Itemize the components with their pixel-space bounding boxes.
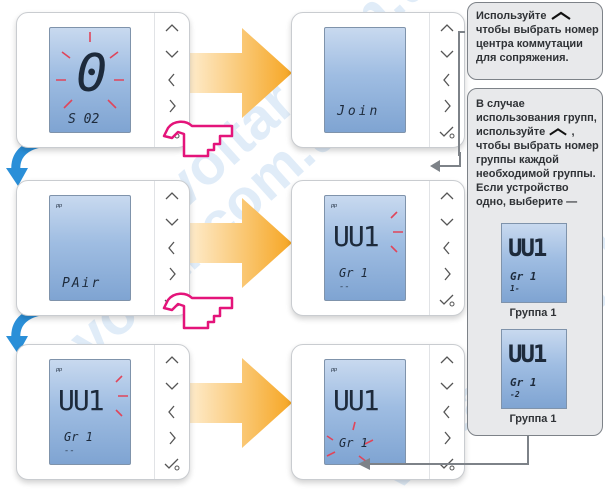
right-button[interactable]	[163, 265, 181, 283]
main-display-value: UU1	[333, 384, 380, 417]
left-button[interactable]	[438, 239, 456, 257]
left-button[interactable]	[438, 71, 456, 89]
main-display-value: UU1	[508, 234, 547, 262]
connector-line-top	[458, 31, 465, 156]
signal-icon: ᵖᵖ	[56, 202, 62, 211]
group-indicator: -2	[510, 390, 520, 399]
lcd-screen: 0 S 02	[49, 27, 131, 133]
signal-icon: ᵖᵖ	[331, 366, 337, 375]
orange-arrow-3	[177, 358, 292, 448]
left-button[interactable]	[163, 71, 181, 89]
ok-button[interactable]	[438, 455, 456, 473]
pointing-hand-icon	[162, 292, 234, 330]
connector-arrow-to-device-4	[430, 152, 461, 172]
instruction-diagram: voltar.com.ua voltar.com.ua voltar.com.u…	[6, 0, 605, 503]
sub-display-value: Gr 1	[339, 436, 368, 450]
down-button[interactable]	[438, 45, 456, 63]
button-strip	[429, 13, 464, 147]
ok-button[interactable]	[438, 123, 456, 141]
button-strip	[154, 345, 189, 479]
instruction-panel-bottom: В случае использования групп, используйт…	[467, 88, 603, 436]
right-button[interactable]	[438, 265, 456, 283]
right-button[interactable]	[163, 97, 181, 115]
lcd-screen: ᵖᵖ UU1 Gr 1 --	[49, 359, 131, 465]
group-indicator: 1-	[510, 284, 520, 293]
main-display-value: 0	[76, 44, 108, 104]
thermostat-step-5: ᵖᵖ UU1 Gr 1 --	[16, 344, 190, 480]
thermostat-step-4: ᵖᵖ UU1 Gr 1 --	[291, 180, 465, 316]
instruction-text: В случае использования групп, используйт…	[476, 98, 599, 208]
example-lcd-2: UU1 Gr 1 -2	[501, 329, 567, 409]
lcd-screen: ᵖᵖ PAir	[49, 195, 131, 301]
up-button[interactable]	[438, 19, 456, 37]
signal-icon: ᵖᵖ	[331, 202, 337, 211]
thermostat-step-2: Join	[291, 12, 465, 148]
button-strip	[429, 181, 464, 315]
down-button[interactable]	[163, 45, 181, 63]
sub-display-value: PAir	[62, 276, 102, 291]
instruction-text: Используйте чтобы выбрать номер центра к…	[476, 10, 599, 64]
thermostat-step-6: ᵖᵖ UU1 Gr 1	[291, 344, 465, 480]
right-button[interactable]	[438, 429, 456, 447]
left-button[interactable]	[438, 403, 456, 421]
up-button[interactable]	[163, 351, 181, 369]
lcd-screen: ᵖᵖ UU1 Gr 1 --	[324, 195, 406, 301]
blink-rays	[326, 421, 374, 463]
main-display-value: Join	[337, 104, 381, 119]
sub-display-value: Gr 1	[64, 430, 93, 444]
left-button[interactable]	[163, 239, 181, 257]
main-display-value: UU1	[58, 384, 105, 417]
down-button[interactable]	[163, 213, 181, 231]
thermostat-step-1: 0 S 02	[16, 12, 190, 148]
button-strip	[429, 345, 464, 479]
signal-icon: ᵖᵖ	[56, 366, 62, 375]
right-button[interactable]	[438, 97, 456, 115]
orange-arrow-1	[177, 28, 292, 118]
main-display-value: UU1	[508, 340, 547, 368]
up-button[interactable]	[438, 187, 456, 205]
group-indicator: --	[64, 446, 75, 456]
down-button[interactable]	[438, 377, 456, 395]
pointing-hand-icon	[162, 120, 234, 158]
up-button[interactable]	[163, 187, 181, 205]
example-caption-1: Группа 1	[509, 307, 557, 319]
blink-rays	[390, 211, 403, 253]
connector-arrow-to-device-6	[358, 434, 529, 470]
group-indicator: --	[339, 282, 350, 292]
thermostat-step-3: ᵖᵖ PAir	[16, 180, 190, 316]
down-button[interactable]	[163, 377, 181, 395]
sub-display-value: Gr 1	[510, 270, 537, 283]
instruction-panel-top: Используйте чтобы выбрать номер центра к…	[467, 2, 603, 80]
example-caption-2: Группа 1	[509, 413, 557, 425]
down-button[interactable]	[438, 213, 456, 231]
right-button[interactable]	[163, 429, 181, 447]
up-chevron-icon	[549, 128, 568, 136]
ok-button[interactable]	[438, 291, 456, 309]
blink-rays	[56, 32, 124, 109]
main-display-value: UU1	[333, 220, 380, 253]
example-lcd-1: UU1 Gr 1 1-	[501, 223, 567, 303]
sub-display-value: Gr 1	[510, 376, 537, 389]
up-chevron-icon	[550, 11, 571, 21]
sub-display-value: S 02	[68, 112, 100, 127]
lcd-screen: Join	[324, 27, 406, 133]
up-button[interactable]	[163, 19, 181, 37]
ok-button[interactable]	[163, 455, 181, 473]
sub-display-value: Gr 1	[339, 266, 368, 280]
up-button[interactable]	[438, 351, 456, 369]
lcd-screen: ᵖᵖ UU1 Gr 1	[324, 359, 406, 465]
blink-rays	[115, 375, 128, 417]
orange-arrow-2	[177, 198, 292, 288]
left-button[interactable]	[163, 403, 181, 421]
